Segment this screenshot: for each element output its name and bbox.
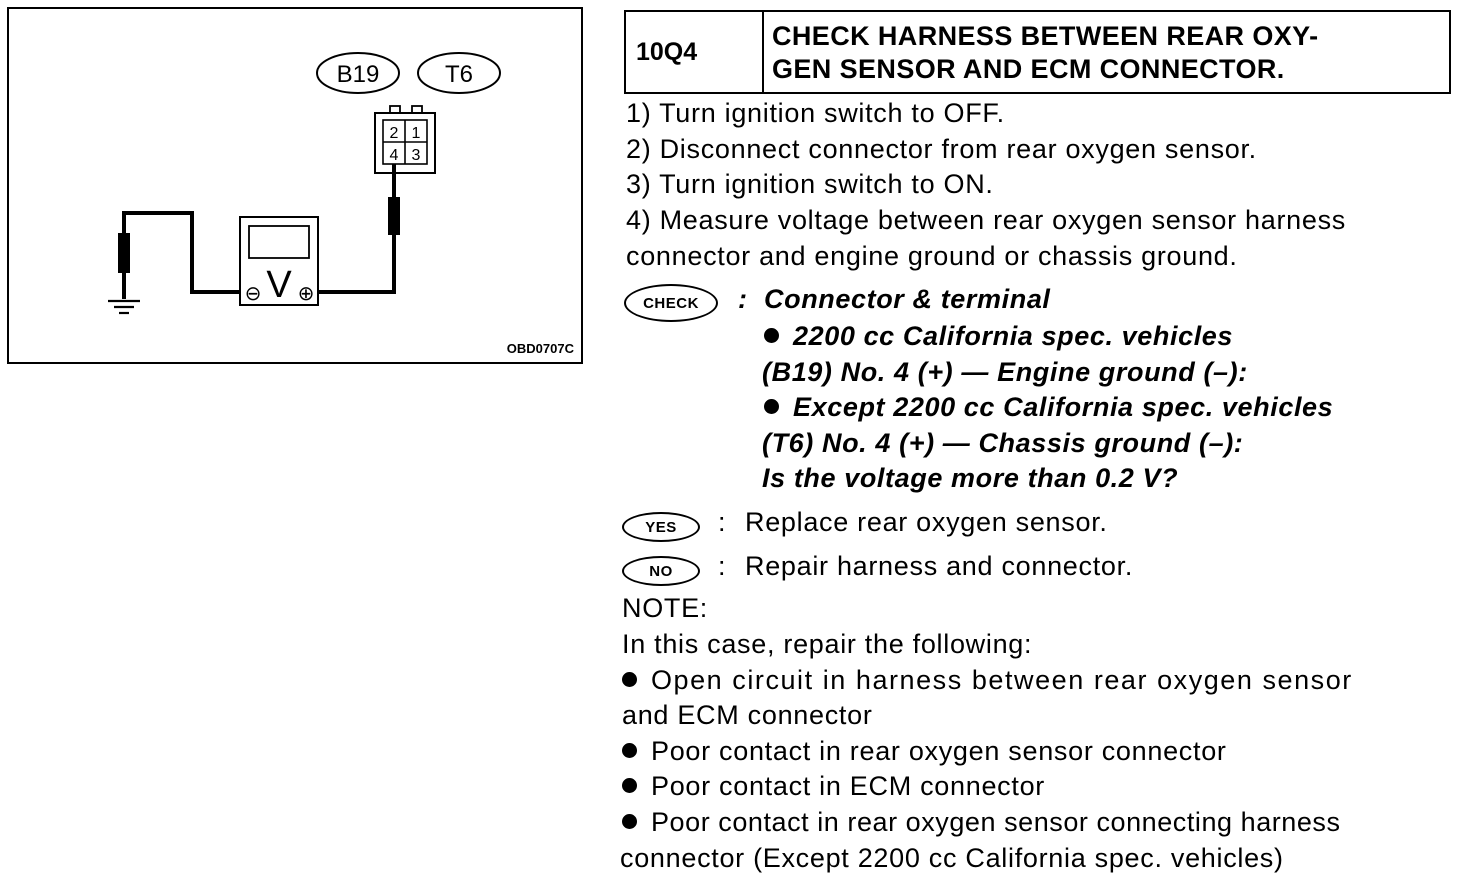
check-item-1-detail: (B19) No. 4 (+) — Engine ground (–): xyxy=(762,357,1248,387)
bullet-icon xyxy=(622,778,637,794)
pin-3: 3 xyxy=(412,147,421,164)
negative-probe xyxy=(118,233,130,273)
check-heading: Connector & terminal xyxy=(764,284,1051,314)
figure-code: OBD0707C xyxy=(507,341,575,356)
no-colon: : xyxy=(718,551,726,581)
diagram-frame xyxy=(7,7,583,364)
pin-4: 4 xyxy=(390,147,399,164)
connector-label-t6: T6 xyxy=(417,52,501,94)
note-item-1-text: Open circuit in harness between rear oxy… xyxy=(651,665,1353,695)
step-2: 2) Disconnect connector from rear oxygen… xyxy=(626,134,1257,164)
bullet-icon xyxy=(764,399,779,415)
connector-4pin: 2 1 4 3 xyxy=(374,105,436,174)
step-4-cont: connector and engine ground or chassis g… xyxy=(626,241,1238,271)
step-3: 3) Turn ignition switch to ON. xyxy=(626,169,994,199)
check-item-1: 2200 cc California spec. vehicles xyxy=(764,321,1233,352)
yes-action: Replace rear oxygen sensor. xyxy=(745,507,1108,537)
check-badge: CHECK xyxy=(624,284,718,322)
step-title-line1: CHECK HARNESS BETWEEN REAR OXY- xyxy=(772,21,1319,51)
note-item-3-text: Poor contact in ECM connector xyxy=(651,771,1045,801)
yes-badge: YES xyxy=(622,512,700,542)
pin-2: 2 xyxy=(390,125,399,142)
note-item-4-text: Poor contact in rear oxygen sensor conne… xyxy=(651,807,1341,837)
step-title: CHECK HARNESS BETWEEN REAR OXY- GEN SENS… xyxy=(764,12,1449,92)
bullet-icon xyxy=(764,328,779,344)
positive-probe xyxy=(388,197,400,235)
step-header: 10Q4 CHECK HARNESS BETWEEN REAR OXY- GEN… xyxy=(624,10,1451,94)
bullet-icon xyxy=(622,814,637,830)
note-item-1-cont: and ECM connector xyxy=(622,700,873,730)
minus-terminal-icon: ⊖ xyxy=(245,281,262,305)
check-item-2: Except 2200 cc California spec. vehicles xyxy=(764,392,1333,423)
check-item-2-detail: (T6) No. 4 (+) — Chassis ground (–): xyxy=(762,428,1244,458)
note-item-3: Poor contact in ECM connector xyxy=(622,771,1045,802)
check-item-2-text: Except 2200 cc California spec. vehicles xyxy=(793,392,1334,422)
yes-colon: : xyxy=(718,507,726,537)
step-1: 1) Turn ignition switch to OFF. xyxy=(626,98,1005,128)
note-item-4-cont: connector (Except 2200 cc California spe… xyxy=(620,843,1284,873)
step-title-line2: GEN SENSOR AND ECM CONNECTOR. xyxy=(772,54,1285,84)
pin-1: 1 xyxy=(412,125,421,142)
note-item-2: Poor contact in rear oxygen sensor conne… xyxy=(622,736,1227,767)
meter-display xyxy=(248,225,310,259)
meter-v-symbol: V xyxy=(266,264,292,306)
note-item-2-text: Poor contact in rear oxygen sensor conne… xyxy=(651,736,1227,766)
connector-label-b19: B19 xyxy=(316,52,400,94)
ground-icon xyxy=(108,299,140,315)
note-label: NOTE: xyxy=(622,593,709,623)
diagram-svg: B19 T6 2 1 4 3 xyxy=(7,7,583,364)
no-badge: NO xyxy=(622,556,700,586)
bullet-icon xyxy=(622,672,637,688)
note-intro: In this case, repair the following: xyxy=(622,629,1033,659)
label-b19: B19 xyxy=(337,61,380,88)
voltmeter: V ⊖ ⊕ xyxy=(239,216,319,306)
check-question: Is the voltage more than 0.2 V? xyxy=(762,463,1179,493)
step-code: 10Q4 xyxy=(626,12,764,92)
note-item-4: Poor contact in rear oxygen sensor conne… xyxy=(622,807,1341,838)
check-item-1-text: 2200 cc California spec. vehicles xyxy=(793,321,1234,351)
bullet-icon xyxy=(622,743,637,759)
check-colon: : xyxy=(738,284,748,314)
label-t6: T6 xyxy=(445,61,473,88)
no-action: Repair harness and connector. xyxy=(745,551,1134,581)
positive-lead xyxy=(307,164,400,294)
note-item-1: Open circuit in harness between rear oxy… xyxy=(622,665,1353,696)
step-4: 4) Measure voltage between rear oxygen s… xyxy=(626,205,1346,235)
wiring-diagram: B19 T6 2 1 4 3 xyxy=(7,7,583,364)
negative-lead xyxy=(118,211,251,299)
plus-terminal-icon: ⊕ xyxy=(298,281,315,305)
